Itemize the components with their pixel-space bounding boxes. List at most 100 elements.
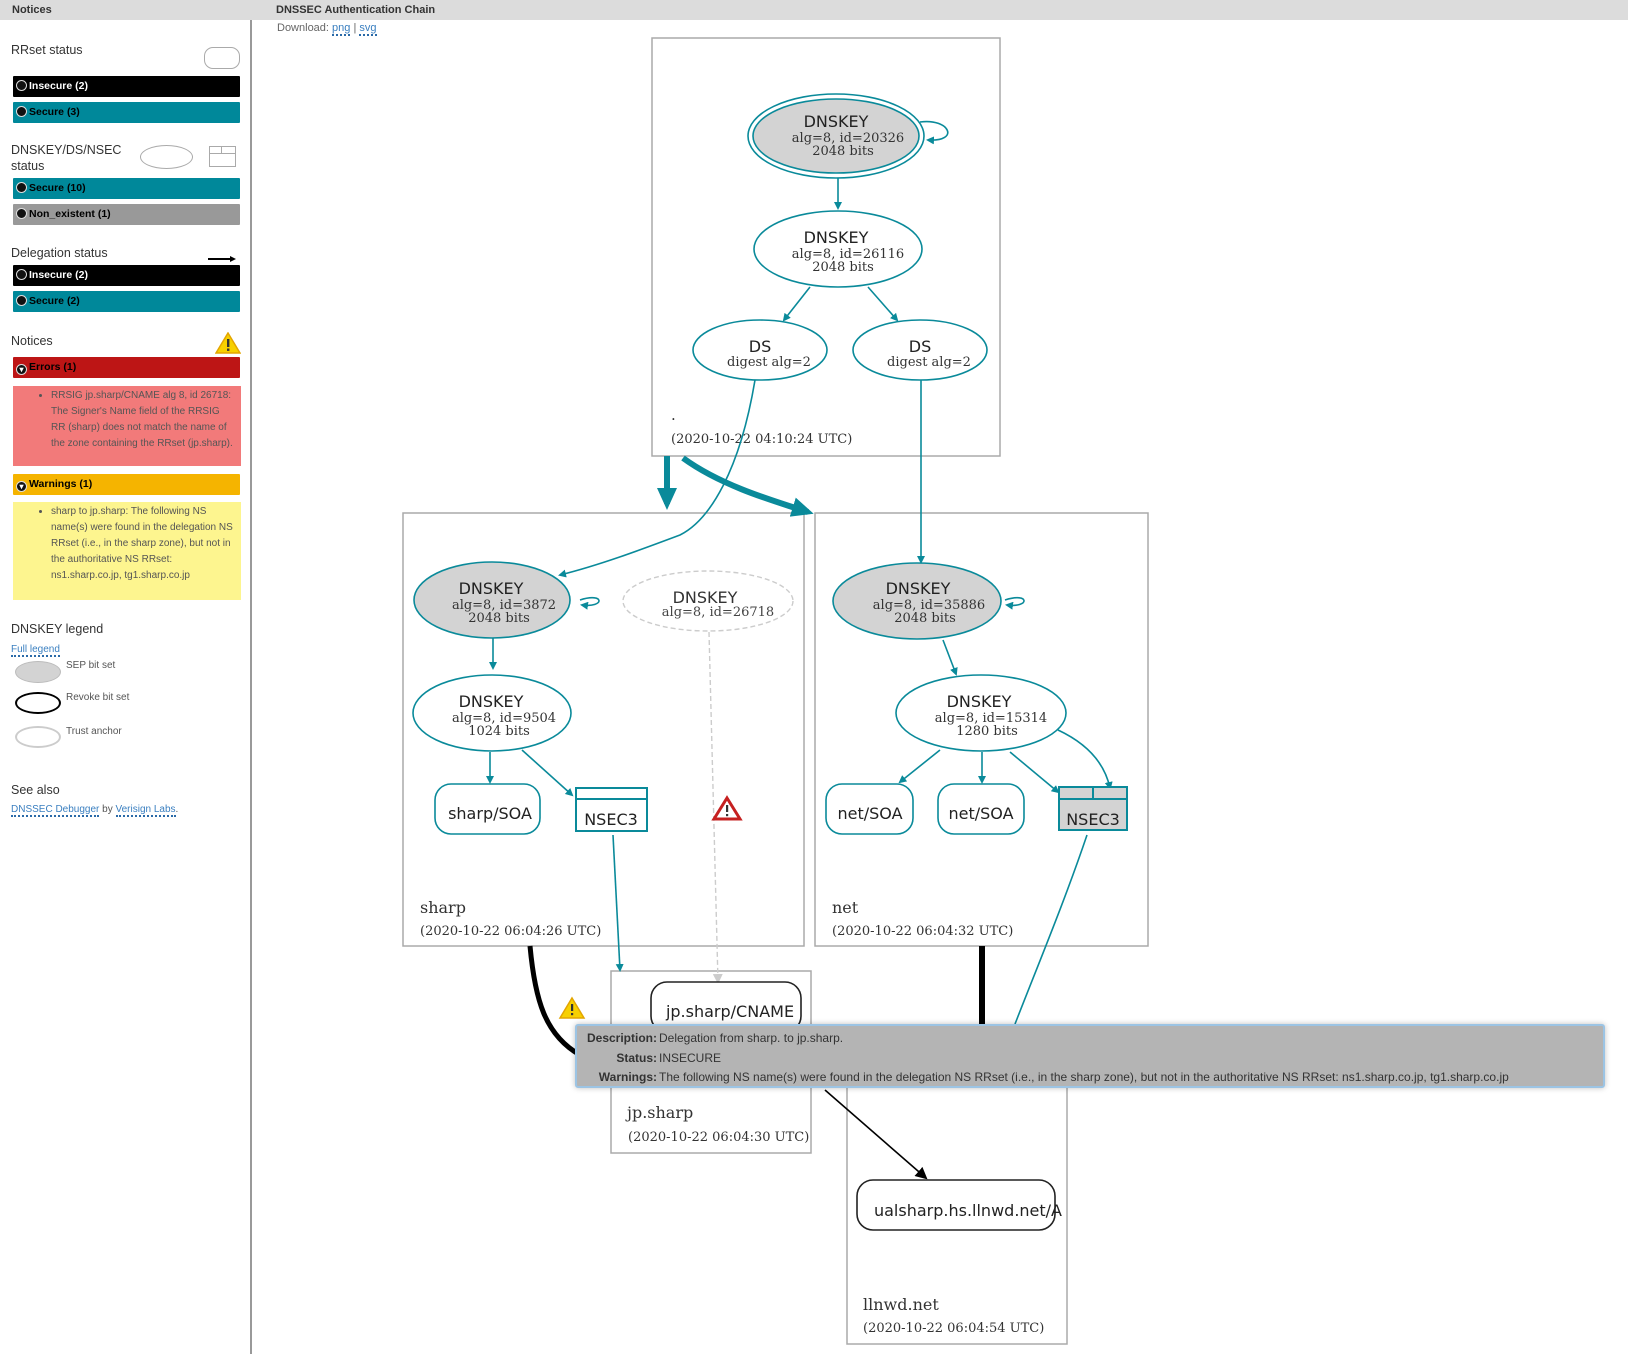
download-links: Download: png | svg — [277, 22, 377, 36]
rrset-status-title: RRset status — [11, 43, 83, 57]
zone-jp-sharp-time: (2020-10-22 06:04:30 UTC) — [628, 1130, 809, 1145]
dnssec-debugger-link[interactable]: DNSSEC Debugger — [11, 804, 100, 817]
node-sharp-zsk[interactable]: DNSKEY alg=8, id=9504 1024 bits — [412, 674, 572, 752]
delegation-insecure-toggle[interactable]: Insecure (2) — [13, 265, 240, 286]
svg-text:net/SOA: net/SOA — [948, 804, 1013, 823]
svg-text:DS: DS — [909, 337, 931, 356]
zone-llnwd-name: llnwd.net — [863, 1295, 939, 1314]
dnskey-nonexistent-toggle[interactable]: Non_existent (1) — [13, 204, 240, 225]
edge-root-zsk-ds-net — [867, 286, 899, 322]
node-ds-net[interactable]: DS digest alg=2 — [852, 319, 988, 381]
edge-cname-to-a — [824, 1089, 928, 1180]
dnskey-legend-ellipse — [140, 145, 193, 169]
node-ds-sharp[interactable]: DS digest alg=2 — [692, 319, 828, 381]
notices-panel-header: Notices — [0, 0, 252, 20]
svg-text:DNSKEY: DNSKEY — [459, 692, 524, 711]
zone-root-name: . — [671, 406, 676, 424]
notices-title: Notices — [11, 334, 53, 348]
node-net-ksk[interactable]: DNSKEY alg=8, id=35886 2048 bits — [832, 562, 1002, 640]
node-sharp-nsec3[interactable]: NSEC3 — [575, 787, 648, 832]
svg-text:2048 bits: 2048 bits — [812, 260, 874, 275]
svg-text:DNSKEY: DNSKEY — [459, 579, 524, 598]
svg-text:alg=8, id=9504: alg=8, id=9504 — [452, 711, 556, 726]
toggle-icon — [16, 182, 27, 193]
svg-text:DNSKEY: DNSKEY — [673, 588, 738, 607]
svg-text:alg=8, id=3872: alg=8, id=3872 — [452, 598, 556, 613]
error-item: RRSIG jp.sharp/CNAME alg 8, id 26718: Th… — [51, 388, 235, 452]
errors-toggle[interactable]: ▾Errors (1) — [13, 357, 240, 378]
notices-sidebar: RRset status Insecure (2) Secure (3) DNS… — [0, 20, 252, 1354]
edge-net-nsec3-llnwd — [1014, 834, 1088, 1025]
dnskey-status-title: DNSKEY/DS/NSEC status — [11, 143, 122, 173]
node-net-soa-1[interactable]: net/SOA — [825, 783, 914, 835]
zone-net-time: (2020-10-22 06:04:32 UTC) — [832, 924, 1013, 939]
node-llnwd-a[interactable]: ualsharp.hs.llnwd.net/A — [856, 1179, 1062, 1231]
rrset-insecure-toggle[interactable]: Insecure (2) — [13, 76, 240, 97]
zone-llnwd-time: (2020-10-22 06:04:54 UTC) — [863, 1321, 1044, 1336]
collapse-icon: ▾ — [16, 364, 27, 375]
edge-sharp-zsk-nsec3 — [521, 749, 574, 797]
node-sharp-ksk[interactable]: DNSKEY alg=8, id=3872 2048 bits — [413, 561, 571, 639]
verisign-labs-link[interactable]: Verisign Labs — [115, 804, 176, 817]
sep-bit-label: SEP bit set — [66, 660, 116, 671]
warnings-toggle[interactable]: ▾Warnings (1) — [13, 474, 240, 495]
zone-sharp-time: (2020-10-22 06:04:26 UTC) — [420, 924, 601, 939]
warnings-list: sharp to jp.sharp: The following NS name… — [13, 502, 241, 600]
trust-anchor-ellipse — [15, 726, 61, 748]
rrset-secure-toggle[interactable]: Secure (3) — [13, 102, 240, 123]
svg-text:alg=8, id=26116: alg=8, id=26116 — [792, 247, 904, 262]
svg-text:2048 bits: 2048 bits — [812, 144, 874, 159]
svg-text:1024 bits: 1024 bits — [468, 724, 530, 739]
edge-sharp-nsec3-jp — [612, 834, 624, 972]
edge-net-zsk-nsec3-b — [1057, 729, 1113, 790]
svg-text:net/SOA: net/SOA — [837, 804, 902, 823]
node-net-nsec3[interactable]: NSEC3 — [1058, 786, 1128, 831]
warning-icon-delegation[interactable] — [558, 996, 586, 1019]
node-net-soa-2[interactable]: net/SOA — [937, 783, 1025, 835]
node-root-ksk[interactable]: DNSKEY alg=8, id=20326 2048 bits — [747, 93, 925, 179]
node-root-zsk[interactable]: DNSKEY alg=8, id=26116 2048 bits — [753, 210, 923, 288]
warning-item: sharp to jp.sharp: The following NS name… — [51, 504, 235, 584]
node-net-zsk[interactable]: DNSKEY alg=8, id=15314 1280 bits — [895, 674, 1067, 752]
edge-net-zsk-nsec3-a — [1009, 751, 1060, 794]
svg-text:alg=8, id=15314: alg=8, id=15314 — [935, 711, 1047, 726]
svg-text:sharp/SOA: sharp/SOA — [448, 804, 532, 823]
errors-list: RRSIG jp.sharp/CNAME alg 8, id 26718: Th… — [13, 386, 241, 466]
edge-ds-sharp-ksk — [558, 379, 756, 578]
zone-jp-sharp-name: jp.sharp — [625, 1103, 693, 1122]
rrset-legend-shape — [204, 47, 240, 69]
delegation-arrow-icon — [208, 249, 236, 262]
svg-text:DNSKEY: DNSKEY — [804, 228, 869, 247]
warning-icon — [214, 331, 242, 359]
delegation-status-title: Delegation status — [11, 246, 108, 260]
tooltip-description-row: Description:Delegation from sharp. to jp… — [586, 1031, 844, 1045]
node-sharp-soa[interactable]: sharp/SOA — [434, 783, 541, 835]
toggle-icon — [16, 106, 27, 117]
edge-missing-key-cname — [708, 631, 723, 984]
edge-root-ksk-self — [919, 120, 949, 145]
download-png-link[interactable]: png — [332, 22, 351, 36]
download-svg-link[interactable]: svg — [359, 22, 377, 36]
svg-text:2048 bits: 2048 bits — [468, 611, 530, 626]
dnskey-legend-title: DNSKEY legend — [11, 622, 104, 636]
toggle-icon — [16, 295, 27, 306]
edge-net-ksk-zsk — [942, 639, 958, 676]
svg-text:digest alg=2: digest alg=2 — [727, 355, 811, 370]
tooltip-warnings-row: Warnings:The following NS name(s) were f… — [598, 1070, 1509, 1084]
zone-net-name: net — [832, 898, 859, 917]
node-sharp-missing-key[interactable]: DNSKEY alg=8, id=26718 — [622, 570, 794, 632]
full-legend-link[interactable]: Full legend — [11, 644, 60, 657]
collapse-icon: ▾ — [16, 481, 27, 492]
toggle-icon — [16, 208, 27, 219]
node-jp-sharp-cname[interactable]: jp.sharp/CNAME — [650, 981, 802, 1033]
toggle-icon — [16, 80, 27, 91]
error-icon[interactable] — [711, 795, 743, 821]
delegation-secure-toggle[interactable]: Secure (2) — [13, 291, 240, 312]
svg-text:NSEC3: NSEC3 — [584, 810, 638, 829]
zone-root-box — [651, 37, 1001, 457]
dnskey-secure-toggle[interactable]: Secure (10) — [13, 178, 240, 199]
see-also-title: See also — [11, 783, 60, 797]
svg-text:NSEC3: NSEC3 — [1066, 810, 1120, 829]
zone-sharp-name: sharp — [420, 898, 466, 917]
